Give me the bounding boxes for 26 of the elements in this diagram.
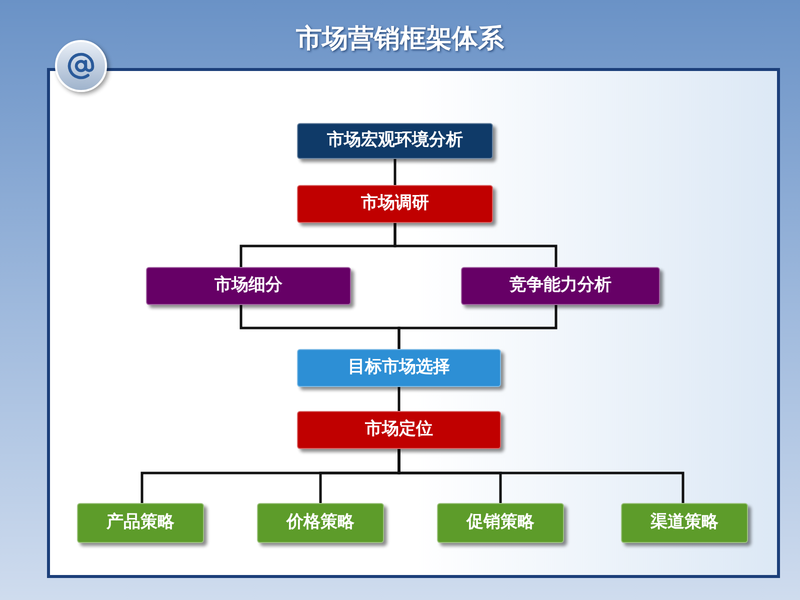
- box-label: 目标市场选择: [348, 356, 450, 380]
- box-label: 市场细分: [214, 274, 282, 298]
- connector-line: [394, 159, 396, 185]
- connector-line: [398, 305, 558, 349]
- process-box: [146, 267, 351, 305]
- diagram-title: 市场营销框架体系: [295, 26, 505, 52]
- process-box: [461, 267, 660, 305]
- connector-line: [398, 387, 400, 411]
- process-box: [77, 503, 204, 543]
- process-box: [297, 411, 501, 449]
- process-box: [297, 349, 501, 387]
- process-box: [437, 503, 564, 543]
- box-label: 渠道策略: [650, 511, 718, 534]
- connector-line: [398, 449, 684, 503]
- box-label: 促销策略: [466, 511, 534, 534]
- box-label: 市场宏观环境分析: [327, 129, 463, 152]
- process-box: [297, 185, 493, 223]
- box-label: 价格策略: [286, 511, 354, 534]
- connector-line: [394, 223, 558, 267]
- process-box: [297, 123, 493, 159]
- box-label: 竞争能力分析: [510, 274, 612, 298]
- box-label: 产品策略: [106, 511, 174, 534]
- process-box: [621, 503, 748, 543]
- box-label: 市场定位: [365, 418, 433, 442]
- process-box: [257, 503, 384, 543]
- box-label: 市场调研: [361, 192, 429, 216]
